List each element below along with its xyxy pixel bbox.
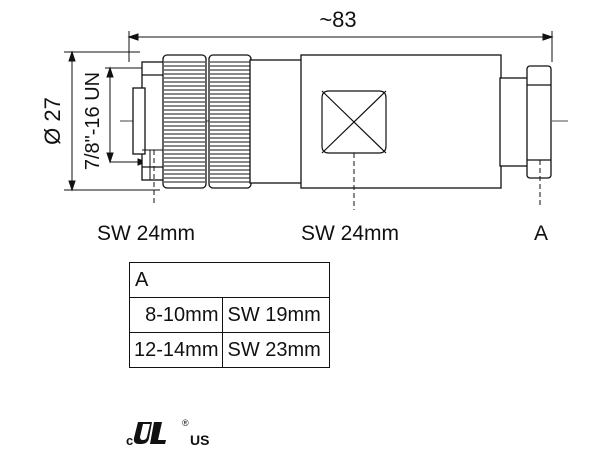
diameter-dimension [64,50,160,192]
wrench-size-cell: SW 23mm [222,332,331,368]
leader-lines [153,150,541,210]
main-housing [300,54,502,189]
registered-mark: ® [182,418,189,428]
label-a: A [534,222,548,245]
thread-label: 7/8"-16 UN [82,72,104,170]
table-header: A [128,262,331,298]
table-header-row: A [128,262,331,298]
front-coupling-detail [142,149,164,180]
wrench-flat [321,90,387,154]
knurled-ring-right-lines [210,61,250,183]
label-sw-left: SW 24mm [97,222,195,245]
length-dimension [127,31,554,62]
culus-c-text: c [126,433,133,448]
ul-symbol-icon [133,422,166,444]
rear-gland-nut [499,65,552,179]
culus-us-text: US [190,432,209,448]
label-sw-middle: SW 24mm [301,222,399,245]
housing-neck [249,59,303,184]
culus-certification-logo: c ® US [126,418,209,448]
cable-range-cell: 8-10mm [128,297,224,333]
diameter-label: Ø 27 [40,97,65,145]
length-label: ~83 [319,7,356,32]
table-row: 12-14mm SW 23mm [128,332,331,368]
knurled-ring-left-lines [164,61,205,183]
wrench-size-cell: SW 19mm [222,297,331,333]
cable-range-cell: 12-14mm [128,332,224,368]
table-row: 8-10mm SW 19mm [128,297,331,333]
wrench-size-table: A 8-10mm SW 19mm 12-14mm SW 23mm [128,262,331,368]
